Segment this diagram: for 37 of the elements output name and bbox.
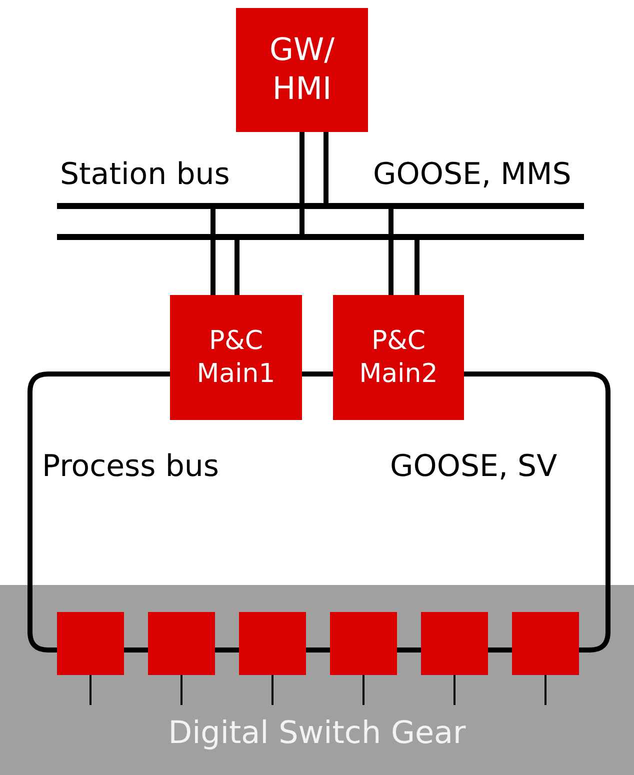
switchgear-band bbox=[0, 585, 634, 775]
process-bus-line bbox=[464, 372, 610, 652]
bus-connection bbox=[210, 209, 216, 295]
bus-connection bbox=[234, 240, 240, 295]
box-label: P&C Main2 bbox=[358, 325, 439, 390]
band-title: Digital Switch Gear bbox=[167, 715, 467, 751]
device-box bbox=[512, 612, 579, 675]
terminal-line bbox=[180, 675, 182, 705]
terminal-line bbox=[544, 675, 546, 705]
bus-connection bbox=[324, 132, 328, 203]
device-box bbox=[170, 295, 302, 420]
process-bus-line bbox=[306, 648, 330, 652]
process-bus-line bbox=[215, 648, 239, 652]
device-box bbox=[421, 612, 488, 675]
box-label: GW/ HMI bbox=[268, 31, 336, 109]
process-bus-line bbox=[488, 648, 512, 652]
bus-label: Process bus bbox=[42, 449, 220, 484]
process-bus-line bbox=[124, 648, 148, 652]
bus-label: Station bus bbox=[60, 157, 230, 192]
device-box bbox=[57, 612, 124, 675]
process-bus-line bbox=[397, 648, 421, 652]
bus-connection bbox=[414, 240, 420, 295]
protocol-label: GOOSE, MMS bbox=[373, 157, 572, 192]
terminal-line bbox=[90, 675, 92, 705]
bus-connection bbox=[388, 209, 394, 295]
device-box bbox=[148, 612, 215, 675]
bus-connection bbox=[300, 132, 304, 234]
terminal-line bbox=[272, 675, 274, 705]
terminal-line bbox=[454, 675, 456, 705]
box-label: P&C Main1 bbox=[196, 325, 276, 390]
device-box bbox=[333, 295, 464, 420]
device-box bbox=[330, 612, 397, 675]
protocol-label: GOOSE, SV bbox=[390, 449, 558, 484]
device-box bbox=[239, 612, 306, 675]
gateway-box bbox=[236, 8, 368, 132]
terminal-line bbox=[362, 675, 364, 705]
process-bus-line bbox=[302, 372, 333, 376]
